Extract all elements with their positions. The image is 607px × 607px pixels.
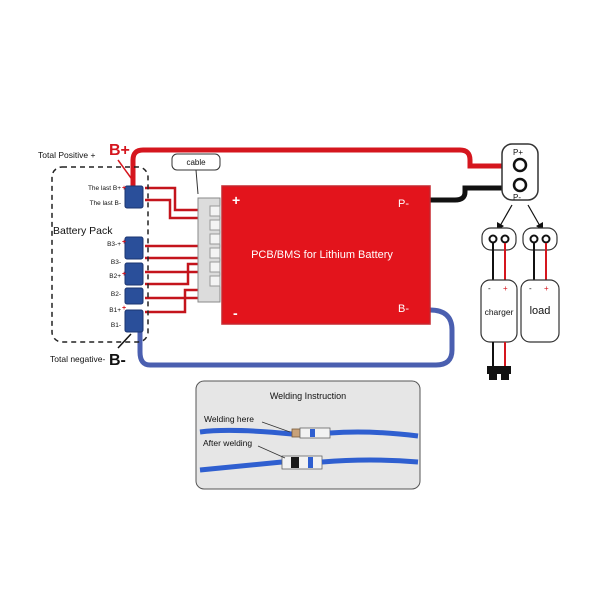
charger-label: charger [485,307,514,317]
b-minus-label: B- [109,352,126,369]
output-p-plus: P+ [513,148,523,157]
after-welding-pointer [257,445,286,459]
b-plus-pointer [117,159,132,179]
load-plus: + [544,284,549,293]
cable-plug [197,197,221,303]
pcb-p-minus: P- [398,198,409,210]
label-b3-minus: B3- [111,259,121,266]
connector-b2 [124,262,144,286]
b-plus-label: B+ [109,142,130,159]
welding-title: Welding Instruction [270,391,346,401]
arrow-load [527,204,541,227]
label-b3-plus: B3-+ [107,241,121,248]
load-label: load [530,305,551,317]
label-b2-minus: B2- [111,291,121,298]
load-device [520,227,560,343]
connector-b3 [124,236,144,260]
b-minus-pointer [117,333,132,349]
label-last-b-minus: The last B- [90,200,121,207]
wire-before-welding [199,427,419,439]
pcb-plus: + [232,192,240,208]
welding-here-label: Welding here [204,414,254,424]
mark-plus-1: + [122,185,126,192]
label-last-b-plus: The last B+ [88,185,121,192]
label-b2-plus: B2+ [109,273,121,280]
arrow-charger [499,204,513,227]
load-minus: - [529,284,532,293]
p-minus-post [512,177,528,193]
b-minus-wire [137,307,455,368]
output-p-minus: P- [513,193,521,202]
battery-pack-box [51,166,149,343]
connector-b1 [124,309,144,333]
battery-pack-title: Battery Pack [53,225,113,237]
p-minus-wire [425,185,505,203]
mark-plus-4: + [122,305,126,312]
p-plus-post [512,157,528,173]
connector-last [124,185,144,209]
cable-pointer [195,169,199,195]
pcb-title: PCB/BMS for Lithium Battery [251,249,393,261]
label-b1-minus: B1- [111,322,121,329]
pcb-b-minus: B- [398,303,409,315]
charger-device [480,227,518,380]
welding-here-pointer [261,421,291,433]
cable-label: cable [186,158,206,167]
mark-plus-3: + [122,271,126,278]
charger-plus: + [503,284,508,293]
total-positive-label: Total Positive + [38,150,95,160]
pcb-board-shade [221,185,431,325]
pcb-minus: - [233,305,238,321]
charger-minus: - [488,284,491,293]
sense-wires [145,186,200,314]
label-b1-plus: B1+ [109,307,121,314]
after-welding-label: After welding [203,438,252,448]
wire-after-welding [199,455,419,473]
positive-wire [130,147,505,188]
mark-plus-2: + [122,239,126,246]
total-negative-label: Total negative- [50,354,105,364]
cell-connectors [124,185,144,333]
connector-b2-b1 [124,287,144,305]
